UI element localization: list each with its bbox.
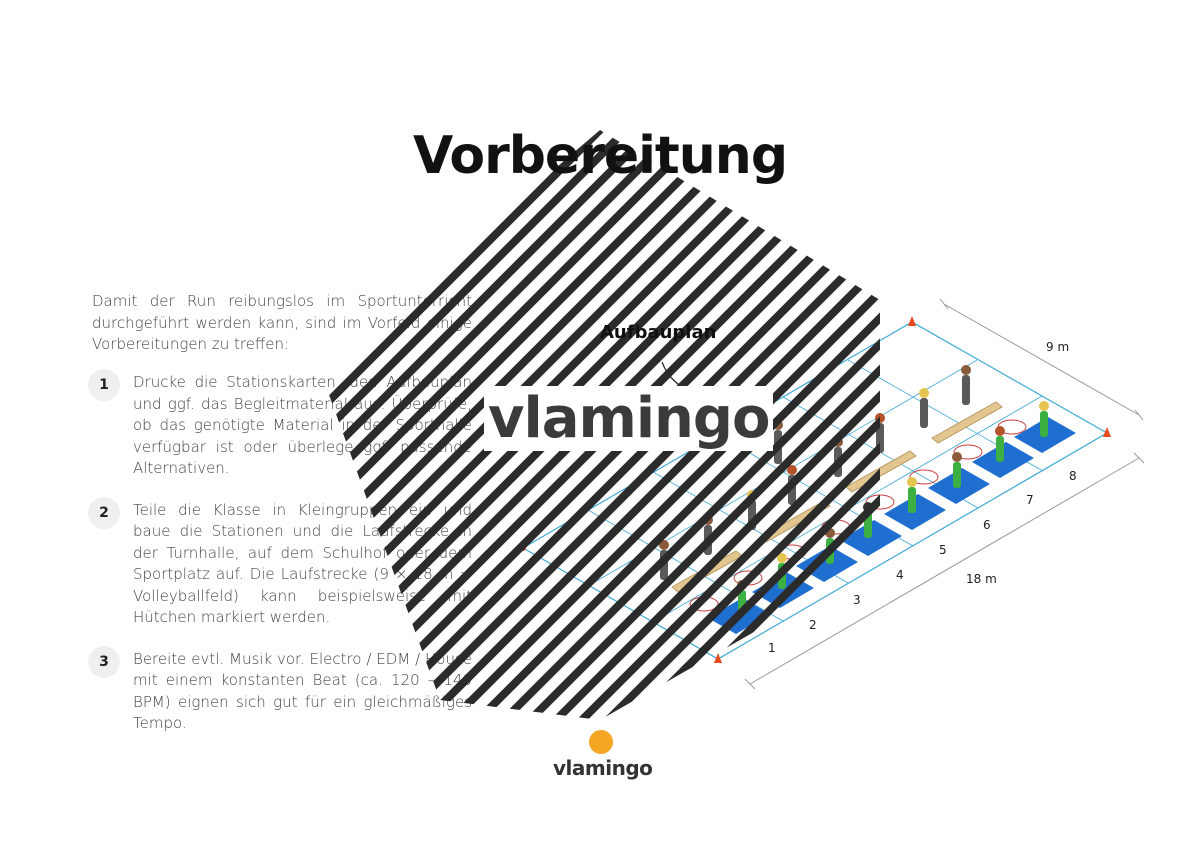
station-number: 1	[768, 641, 776, 655]
station-number: 6	[983, 518, 991, 532]
station-number: 3	[853, 593, 861, 607]
width-label: 9 m	[1046, 340, 1069, 354]
length-label: 18 m	[966, 572, 997, 586]
flamingo-icon	[589, 730, 613, 754]
step-number: 1	[88, 369, 120, 401]
footer-logo: vlamingo	[553, 730, 653, 780]
plan-label: Aufbauplan	[600, 322, 717, 343]
station-number: 5	[939, 543, 947, 557]
page-title: Vorbereitung	[412, 126, 788, 186]
footer-logo-text: vlamingo	[553, 756, 653, 780]
step-number: 3	[88, 645, 120, 678]
station-number: 2	[809, 618, 817, 632]
station-number: 7	[1026, 493, 1034, 507]
watermark-logo: vlamingo	[484, 386, 774, 451]
step-number: 2	[88, 496, 120, 529]
station-number: 8	[1069, 469, 1077, 483]
station-number: 4	[896, 568, 904, 582]
cones	[520, 316, 1111, 663]
